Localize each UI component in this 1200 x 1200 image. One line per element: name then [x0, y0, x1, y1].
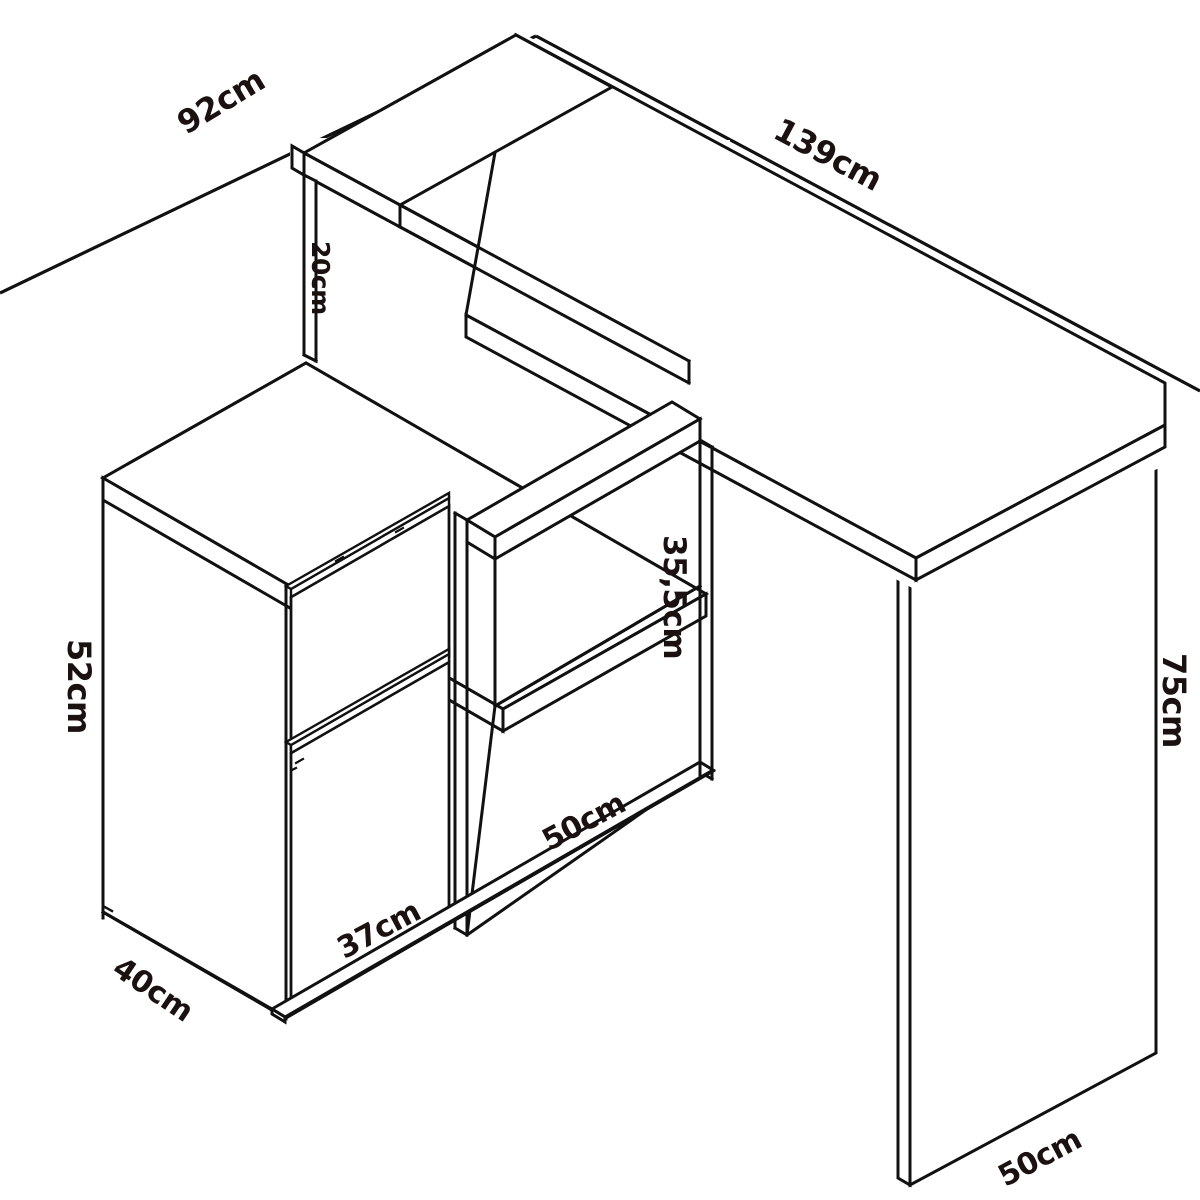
upper-shelf-front-slab: [290, 33, 692, 386]
cabinet-divider-front: [453, 511, 469, 937]
cabinet-right-panel-edges: [697, 437, 715, 780]
cabinet-divider-panel: [452, 510, 470, 938]
dimension-label-52cm: 52cm: [60, 639, 98, 734]
dimension-line-139cm: [535, 34, 1200, 393]
drawer-fronts: [283, 490, 451, 1010]
shelf-riser-panel: [301, 172, 319, 364]
dimension-label-20cm: 20cm: [306, 241, 335, 315]
dimension-label-35-5cm: 35,5cm: [656, 535, 692, 660]
cabinet-left-bottom-tip: [100, 909, 275, 1012]
dimension-label-75cm: 75cm: [1155, 653, 1193, 748]
